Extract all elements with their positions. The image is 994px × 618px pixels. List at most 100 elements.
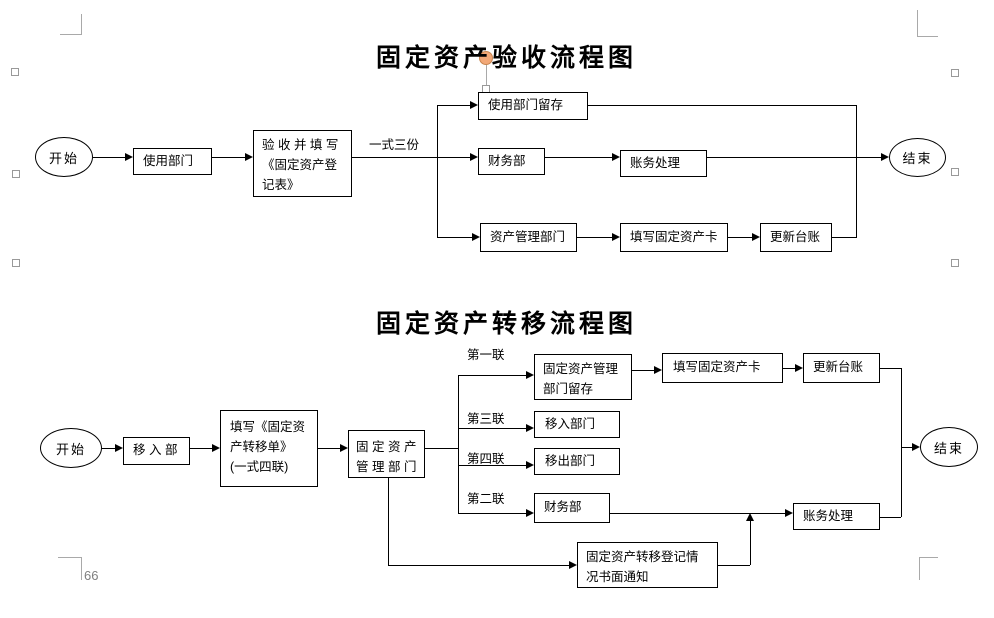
- connector-line: [545, 157, 612, 158]
- connector-line: [610, 513, 785, 514]
- boundary-mark-top-right: [917, 36, 938, 37]
- arrowhead: [340, 444, 348, 452]
- chart1-end-node[interactable]: 结束: [889, 138, 946, 177]
- chart2-end-node[interactable]: 结束: [920, 427, 978, 467]
- connector-line: [728, 237, 752, 238]
- chart1-copies-annotation: 一式三份: [369, 138, 420, 152]
- connector-line: [388, 565, 569, 566]
- chart2-asset-mgmt-dept-node[interactable]: 固定资产管理部门: [348, 430, 425, 478]
- connector-line: [880, 517, 901, 518]
- connector-line: [458, 375, 526, 376]
- arrowhead: [752, 233, 760, 241]
- arrowhead: [470, 153, 478, 161]
- chart1-accept-register-node[interactable]: 验 收 并 填 写《固定资产登记表》: [253, 130, 352, 197]
- connector-line: [93, 157, 125, 158]
- connector-line: [856, 105, 857, 238]
- arrowhead: [470, 101, 478, 109]
- connector-line: [832, 237, 856, 238]
- chart2-mgmt-keep-node[interactable]: 固定资产管理部门留存: [534, 354, 632, 400]
- connector-line: [880, 368, 901, 369]
- chart2-copy1-label: 第一联: [467, 348, 505, 362]
- arrowhead: [612, 233, 620, 241]
- arrowhead: [212, 444, 220, 452]
- boundary-mark-bottom-right: [919, 557, 938, 558]
- connector-line: [707, 157, 881, 158]
- connector-line: [458, 375, 459, 513]
- arrowhead: [612, 153, 620, 161]
- arrowhead: [245, 153, 253, 161]
- boundary-mark-bottom-right: [919, 557, 920, 580]
- connector-line: [352, 157, 470, 158]
- chart2-move-in-node[interactable]: 移入部门: [534, 411, 620, 438]
- connector-line: [212, 157, 245, 158]
- connector-line: [458, 465, 526, 466]
- arrowhead: [526, 509, 534, 517]
- connector-line: [388, 478, 389, 565]
- page-number: 66: [84, 568, 99, 583]
- chart2-start-node[interactable]: 开始: [40, 428, 102, 468]
- arrowhead: [785, 509, 793, 517]
- arrowhead: [125, 153, 133, 161]
- boundary-mark-bottom-left: [58, 557, 82, 558]
- chart1-fill-card-node[interactable]: 填写固定资产卡: [620, 223, 728, 252]
- connector-line: [458, 428, 526, 429]
- connector-line: [190, 448, 212, 449]
- arrowhead: [526, 424, 534, 432]
- resize-handle[interactable]: [12, 259, 20, 267]
- chart2-title: 固定资产转移流程图: [376, 311, 638, 338]
- connector-line: [437, 105, 438, 237]
- connector-line: [588, 105, 856, 106]
- chart2-copy3-label: 第三联: [467, 412, 505, 426]
- chart2-update-ledger-node[interactable]: 更新台账: [803, 353, 880, 383]
- chart2-fill-transfer-node[interactable]: 填写《固定资产转移单》(一式四联): [220, 410, 318, 487]
- arrowhead: [526, 461, 534, 469]
- arrowhead: [746, 513, 754, 521]
- chart2-account-handle-node[interactable]: 账务处理: [793, 503, 880, 530]
- arrowhead: [115, 444, 123, 452]
- chart1-start-node[interactable]: 开始: [35, 137, 93, 177]
- connector-line: [632, 370, 654, 371]
- arrowhead: [881, 153, 889, 161]
- boundary-mark-bottom-left: [81, 557, 82, 580]
- arrowhead: [472, 233, 480, 241]
- chart2-fill-card-node[interactable]: 填写固定资产卡: [662, 353, 783, 383]
- resize-handle[interactable]: [11, 68, 19, 76]
- arrowhead: [569, 561, 577, 569]
- chart1-account-handle-node[interactable]: 账务处理: [620, 150, 707, 177]
- chart2-transfer-notice-node[interactable]: 固定资产转移登记情况书面通知: [577, 542, 718, 588]
- chart1-finance-dept-node[interactable]: 财务部: [478, 148, 545, 175]
- chart1-asset-dept-node[interactable]: 资产管理部门: [480, 223, 577, 252]
- chart2-copy2-label: 第二联: [467, 492, 505, 506]
- resize-handle[interactable]: [951, 69, 959, 77]
- boundary-mark-top-left: [60, 34, 82, 35]
- rotation-handle-stem: [486, 64, 487, 86]
- connector-line: [901, 447, 912, 448]
- connector-line: [458, 513, 526, 514]
- chart1-update-ledger-node[interactable]: 更新台账: [760, 223, 832, 252]
- connector-line: [437, 105, 470, 106]
- rotation-handle[interactable]: [479, 51, 493, 65]
- resize-handle[interactable]: [951, 168, 959, 176]
- arrowhead: [526, 371, 534, 379]
- arrowhead: [654, 366, 662, 374]
- connector-line: [577, 237, 612, 238]
- connector-line: [783, 368, 795, 369]
- connector-line: [750, 521, 751, 565]
- connector-line: [901, 368, 902, 517]
- chart1-use-dept-node[interactable]: 使用部门: [133, 148, 212, 175]
- arrowhead: [795, 364, 803, 372]
- connector-line: [437, 237, 472, 238]
- chart2-finance-dept-node[interactable]: 财务部: [534, 493, 610, 523]
- connector-line: [318, 448, 340, 449]
- chart1-use-dept-keep-node[interactable]: 使用部门留存: [478, 92, 588, 120]
- resize-handle[interactable]: [12, 170, 20, 178]
- chart2-move-out-node[interactable]: 移出部门: [534, 448, 620, 475]
- chart2-copy4-label: 第四联: [467, 452, 505, 466]
- chart1-title: 固定资产验收流程图: [376, 45, 638, 72]
- chart2-move-in-dept-node[interactable]: 移 入 部: [123, 437, 190, 465]
- arrowhead: [912, 443, 920, 451]
- resize-handle[interactable]: [951, 259, 959, 267]
- connector-line: [102, 448, 115, 449]
- connector-line: [718, 565, 750, 566]
